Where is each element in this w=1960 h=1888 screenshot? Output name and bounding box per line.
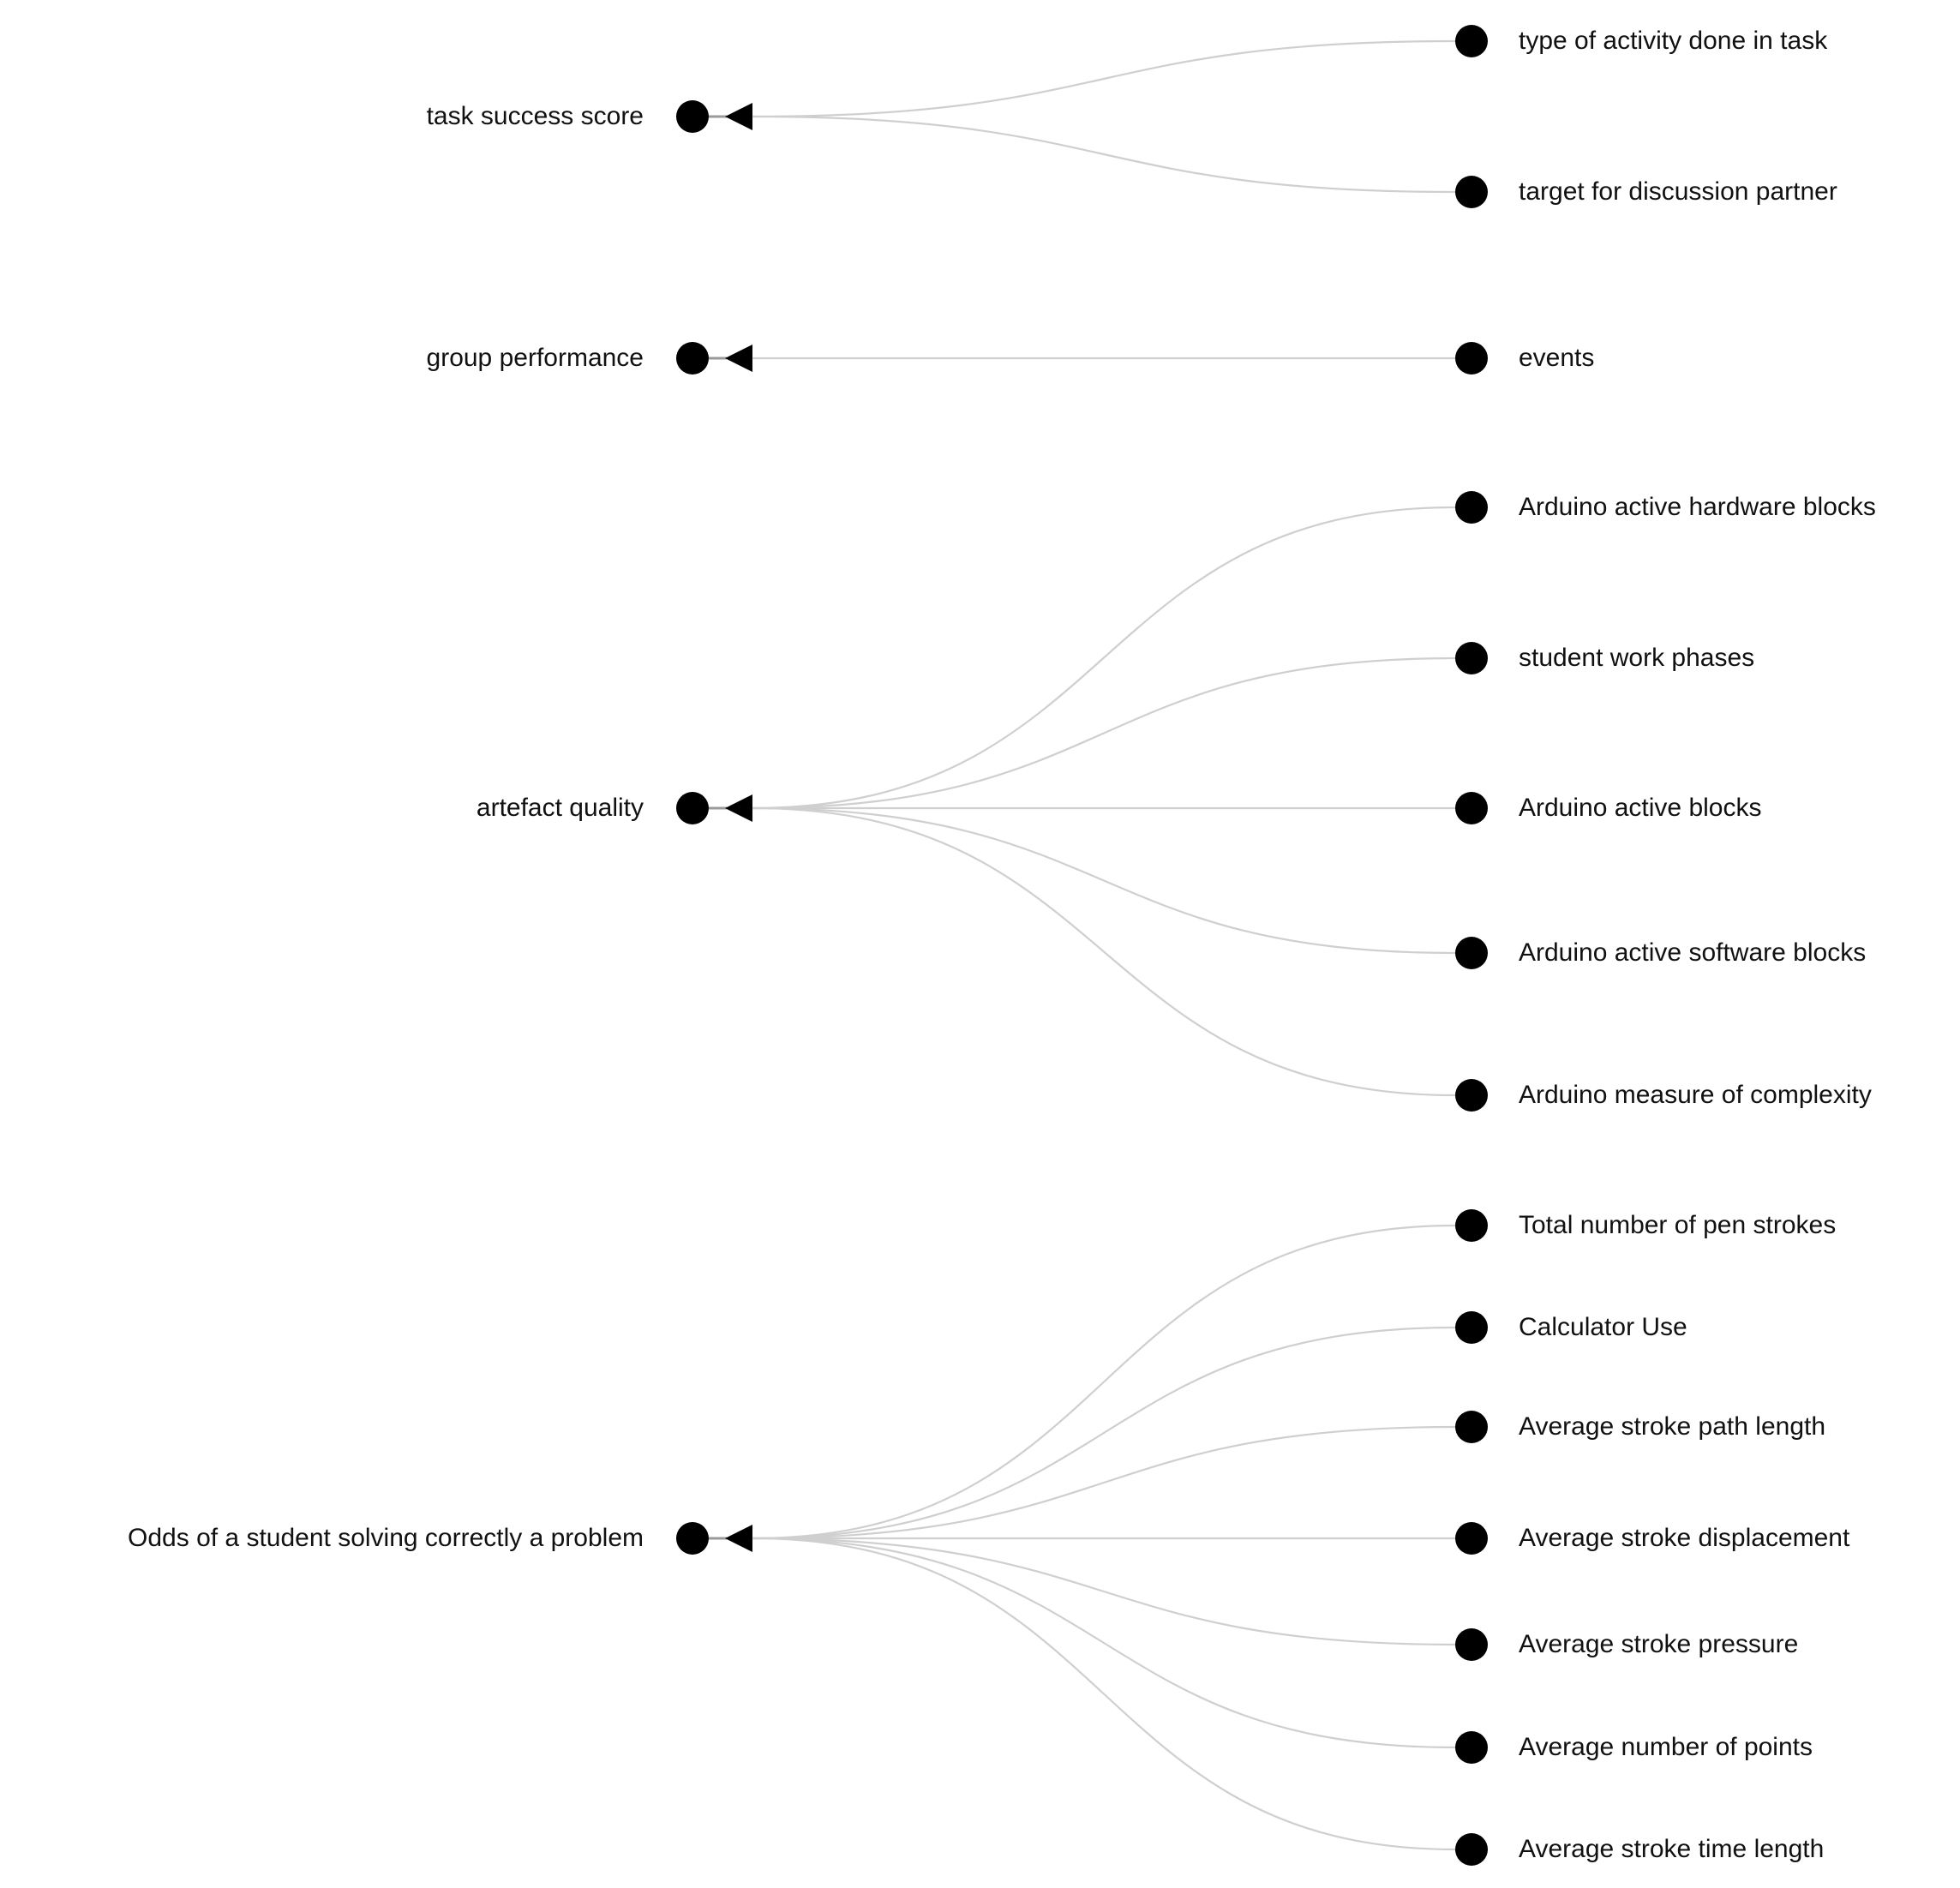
leaf-label-leaf-student-work-phases: student work phases bbox=[1519, 644, 1754, 672]
leaf-node-leaf-arduino-active-software-blocks[interactable] bbox=[1455, 937, 1488, 969]
leaf-node-leaf-total-number-of-pen-strokes[interactable] bbox=[1455, 1209, 1488, 1242]
leaf-node-leaf-average-stroke-path-length[interactable] bbox=[1455, 1411, 1488, 1443]
hub-label-hub-group-performance: group performance bbox=[427, 344, 644, 372]
leaf-label-leaf-average-stroke-pressure: Average stroke pressure bbox=[1519, 1630, 1798, 1658]
leaf-node-leaf-average-stroke-displacement[interactable] bbox=[1455, 1522, 1488, 1555]
edge-link bbox=[751, 806, 1457, 955]
leaf-node-leaf-calculator-use[interactable] bbox=[1455, 1311, 1488, 1344]
labels-layer: task success score type of activity done … bbox=[128, 27, 1876, 1863]
arrowhead-icon bbox=[725, 103, 752, 130]
leaf-node-leaf-average-number-of-points[interactable] bbox=[1455, 1731, 1488, 1764]
edge-link bbox=[751, 1326, 1457, 1540]
edge-link bbox=[751, 115, 1457, 194]
arrowhead-icon bbox=[725, 794, 752, 822]
leaf-label-leaf-average-stroke-time-length: Average stroke time length bbox=[1519, 1835, 1824, 1863]
leaf-label-leaf-average-stroke-displacement: Average stroke displacement bbox=[1519, 1524, 1850, 1552]
hub-node-hub-task-success-score[interactable] bbox=[676, 100, 709, 133]
leaf-node-leaf-type-of-activity-done-in-task[interactable] bbox=[1455, 25, 1488, 57]
arrowhead-icon bbox=[725, 1525, 752, 1552]
hub-node-hub-artefact-quality[interactable] bbox=[676, 792, 709, 824]
edge-link bbox=[751, 1224, 1457, 1540]
leaf-label-leaf-target-for-discussion-partner: target for discussion partner bbox=[1519, 177, 1837, 206]
edge-link bbox=[751, 806, 1457, 1097]
edge-link bbox=[751, 39, 1457, 118]
leaf-node-leaf-events[interactable] bbox=[1455, 342, 1488, 375]
leaf-node-leaf-average-stroke-pressure[interactable] bbox=[1455, 1628, 1488, 1661]
leaf-label-leaf-total-number-of-pen-strokes: Total number of pen strokes bbox=[1519, 1211, 1836, 1239]
edge-link bbox=[751, 656, 1457, 810]
leaf-node-leaf-student-work-phases[interactable] bbox=[1455, 642, 1488, 674]
hub-node-hub-group-performance[interactable] bbox=[676, 342, 709, 375]
nodes-layer bbox=[676, 25, 1488, 1866]
edge-link bbox=[751, 1537, 1457, 1749]
arrowhead-icon bbox=[725, 345, 752, 372]
leaf-label-leaf-events: events bbox=[1519, 344, 1594, 372]
leaf-node-leaf-arduino-active-hardware-blocks[interactable] bbox=[1455, 491, 1488, 524]
edge-link bbox=[751, 506, 1457, 810]
hub-node-hub-odds-of-a-student-solving-correctly-a-problem[interactable] bbox=[676, 1522, 709, 1555]
leaf-label-leaf-average-stroke-path-length: Average stroke path length bbox=[1519, 1412, 1825, 1441]
hub-label-hub-artefact-quality: artefact quality bbox=[477, 794, 644, 822]
leaf-node-leaf-target-for-discussion-partner[interactable] bbox=[1455, 176, 1488, 208]
arrowheads-layer bbox=[709, 103, 752, 1552]
hub-label-hub-task-success-score: task success score bbox=[427, 102, 644, 130]
edge-link bbox=[751, 1425, 1457, 1540]
leaf-label-leaf-type-of-activity-done-in-task: type of activity done in task bbox=[1519, 27, 1828, 55]
edge-link bbox=[751, 1537, 1457, 1851]
edge-link bbox=[751, 1537, 1457, 1646]
leaf-node-leaf-average-stroke-time-length[interactable] bbox=[1455, 1833, 1488, 1866]
edges-layer bbox=[751, 39, 1457, 1851]
leaf-label-leaf-arduino-active-blocks: Arduino active blocks bbox=[1519, 794, 1761, 822]
leaf-label-leaf-arduino-active-software-blocks: Arduino active software blocks bbox=[1519, 938, 1866, 967]
leaf-node-leaf-arduino-active-blocks[interactable] bbox=[1455, 792, 1488, 824]
leaf-label-leaf-arduino-active-hardware-blocks: Arduino active hardware blocks bbox=[1519, 493, 1876, 521]
leaf-label-leaf-arduino-measure-of-complexity: Arduino measure of complexity bbox=[1519, 1081, 1872, 1109]
hub-label-hub-odds-of-a-student-solving-correctly-a-problem: Odds of a student solving correctly a pr… bbox=[128, 1524, 644, 1552]
leaf-label-leaf-calculator-use: Calculator Use bbox=[1519, 1313, 1687, 1341]
leaf-label-leaf-average-number-of-points: Average number of points bbox=[1519, 1733, 1813, 1761]
leaf-node-leaf-arduino-measure-of-complexity[interactable] bbox=[1455, 1079, 1488, 1112]
